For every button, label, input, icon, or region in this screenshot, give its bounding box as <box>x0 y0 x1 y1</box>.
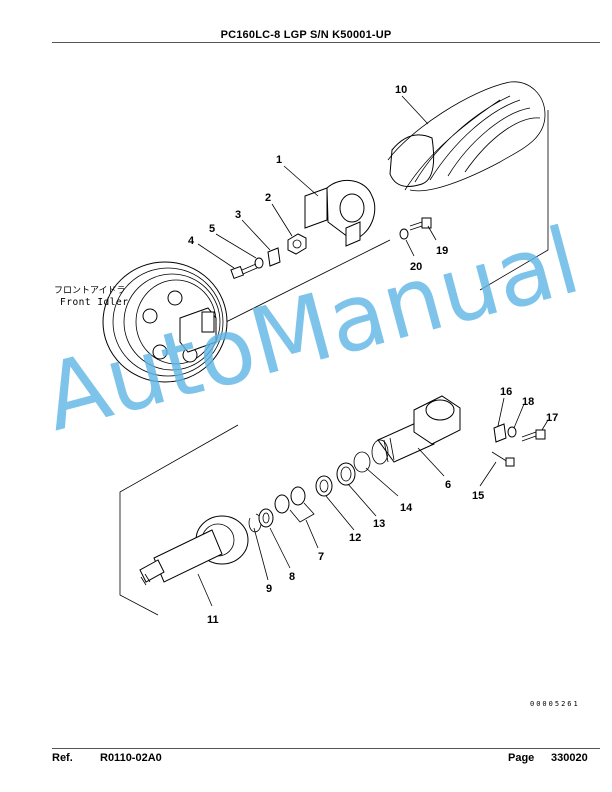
bolt-17 <box>521 429 546 442</box>
bolt-19 <box>409 217 432 231</box>
washer-20 <box>399 228 409 240</box>
washer-18 <box>507 426 517 438</box>
callout-10: 10 <box>395 84 407 96</box>
bushing-7 <box>274 486 315 523</box>
footer-page-value: 330020 <box>551 752 588 764</box>
callout-6: 6 <box>445 479 451 491</box>
recoil-spring <box>387 81 546 192</box>
callout-numbers: 1 2 3 4 5 6 7 8 9 10 11 12 13 14 15 16 1… <box>188 84 558 626</box>
footer-ref-label: Ref. <box>52 752 73 764</box>
callout-7: 7 <box>318 551 324 563</box>
callout-15: 15 <box>472 490 484 502</box>
cylinder-assembly <box>371 395 461 465</box>
callout-1: 1 <box>276 154 282 166</box>
bolt-4 <box>230 263 258 280</box>
header-rule <box>52 42 600 43</box>
drawing-code: 00005261 <box>530 700 580 708</box>
front-idler-label-en: Front Idler <box>60 297 128 308</box>
grease-fitting-15 <box>491 451 515 467</box>
callout-17: 17 <box>546 412 558 424</box>
lock-plate <box>267 247 281 267</box>
callout-12: 12 <box>349 532 361 544</box>
bushing-12 <box>315 475 333 497</box>
footer-page-label: Page <box>508 752 535 764</box>
callout-8: 8 <box>289 571 295 583</box>
callout-16: 16 <box>500 386 512 398</box>
leader-lines <box>197 95 549 607</box>
callout-2: 2 <box>265 192 271 204</box>
footer-ref-value: R0110-02A0 <box>100 752 162 764</box>
seal-8 <box>258 508 274 528</box>
callout-14: 14 <box>400 502 413 514</box>
callout-9: 9 <box>266 583 272 595</box>
callout-19: 19 <box>436 245 448 257</box>
callout-20: 20 <box>410 261 422 273</box>
front-idler-wheel <box>102 261 228 383</box>
front-idler-label-jp: フロントアイドラ <box>54 285 126 296</box>
footer-rule <box>52 748 600 749</box>
page-title: PC160LC-8 LGP S/N K50001-UP <box>220 29 392 41</box>
callout-3: 3 <box>235 209 241 221</box>
idler-shaft <box>139 515 249 586</box>
ring-14 <box>353 451 371 473</box>
yoke <box>304 180 376 247</box>
washer-5 <box>254 257 264 269</box>
callout-5: 5 <box>209 223 215 235</box>
plate-16 <box>493 423 507 443</box>
callout-13: 13 <box>373 518 385 530</box>
seal-13 <box>336 462 356 486</box>
callout-4: 4 <box>188 235 195 247</box>
nut <box>287 233 307 255</box>
assembly-frame <box>119 110 549 616</box>
callout-18: 18 <box>522 396 534 408</box>
callout-11: 11 <box>207 614 219 626</box>
